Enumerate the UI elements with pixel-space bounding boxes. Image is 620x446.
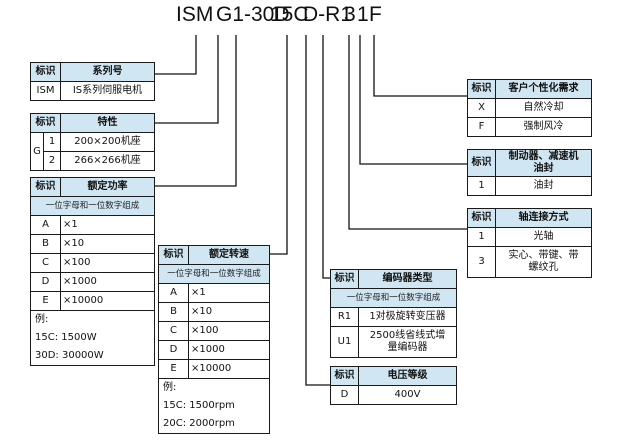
shaft-header-name: 轴连接方式 [495, 208, 592, 228]
characteristic-table: 标识 特性 G 1 200×200机座 2 266×266机座 [30, 113, 155, 171]
series-table: 标识 系列号 ISM IS系列伺服电机 [30, 62, 155, 101]
voltage-header-id: 标识 [330, 366, 359, 386]
shaft-row-id: 1 [467, 227, 496, 247]
rated-speed-row-mult: ×1 [188, 283, 270, 303]
shaft-header-id: 标识 [467, 208, 496, 228]
rated-speed-row-id: D [158, 340, 189, 360]
rated-speed-table: 标识 额定转速 一位字母和一位数字组成 A×1 B×10 C×100 D×100… [158, 245, 270, 434]
characteristic-header-id: 标识 [30, 113, 61, 133]
model-part-shaft: 3 [344, 3, 356, 26]
rated-power-row-id: B [30, 234, 61, 254]
line-custom [373, 35, 467, 97]
rated-speed-example: 15C: 1500rpm [163, 400, 235, 411]
encoder-header-name: 编码器类型 [358, 269, 457, 289]
rated-power-example: 15C: 1500W [35, 332, 97, 343]
rated-power-row-mult: ×10 [60, 234, 155, 254]
rated-speed-example-label: 例: [163, 382, 177, 393]
brake-header-name: 制动器、减速机油封 [495, 149, 592, 177]
encoder-row-id: U1 [330, 326, 359, 358]
rated-power-row-mult: ×1 [60, 215, 155, 235]
model-number: ISM G1-30D 15C D-R1 3 1 F [0, 3, 620, 39]
encoder-row-id: R1 [330, 307, 359, 327]
rated-power-row-id: C [30, 253, 61, 273]
encoder-row-desc: 1对极旋转变压器 [358, 307, 457, 327]
rated-power-example-label: 例: [35, 314, 49, 325]
line-voltage [305, 35, 330, 386]
custom-row-desc: 自然冷却 [495, 98, 592, 118]
line-encoder [322, 35, 330, 279]
line-shaft [348, 35, 467, 230]
rated-power-table: 标识 额定功率 一位字母和一位数字组成 A×1 B×10 C×100 D×100… [30, 177, 155, 366]
rated-power-row-id: E [30, 291, 61, 311]
rated-speed-row-mult: ×1000 [188, 340, 270, 360]
rated-power-row-mult: ×10000 [60, 291, 155, 311]
model-part-characteristic: G1-30D [216, 3, 290, 26]
voltage-header-name: 电压等级 [358, 366, 457, 386]
rated-speed-header-name: 额定转速 [188, 245, 270, 265]
series-header-id: 标识 [30, 62, 61, 82]
line-characteristic [154, 35, 219, 124]
series-row-desc: IS系列伺服电机 [60, 81, 155, 101]
rated-speed-header-id: 标识 [158, 245, 189, 265]
shaft-row-id: 3 [467, 246, 496, 278]
shaft-row-desc: 光轴 [495, 227, 592, 247]
rated-speed-row-id: C [158, 321, 189, 341]
characteristic-row-id: 1 [43, 132, 61, 152]
rated-speed-row-id: B [158, 302, 189, 322]
brake-header-id: 标识 [467, 149, 496, 177]
rated-power-row-id: D [30, 272, 61, 292]
rated-power-header-id: 标识 [30, 177, 61, 197]
characteristic-header-name: 特性 [60, 113, 155, 133]
shaft-row-desc: 实心、带键、带螺纹孔 [495, 246, 592, 278]
characteristic-row-desc: 266×266机座 [60, 151, 155, 171]
line-rated-power [154, 35, 237, 187]
custom-header-id: 标识 [467, 79, 496, 99]
voltage-row-desc: 400V [358, 385, 457, 405]
model-part-brake: 1 [357, 3, 369, 26]
brake-row-desc: 油封 [495, 176, 592, 196]
shaft-table: 标识 轴连接方式 1 光轴 3 实心、带键、带螺纹孔 [467, 208, 592, 278]
rated-power-examples: 例: 15C: 1500W 30D: 30000W [30, 310, 155, 366]
series-header-name: 系列号 [60, 62, 155, 82]
encoder-note: 一位字母和一位数字组成 [330, 288, 457, 308]
model-part-voltage-encoder: D-R1 [303, 3, 353, 26]
model-part-custom: F [369, 3, 382, 26]
encoder-header-id: 标识 [330, 269, 359, 289]
characteristic-row-desc: 200×200机座 [60, 132, 155, 152]
rated-speed-note: 一位字母和一位数字组成 [158, 264, 270, 284]
rated-speed-row-id: A [158, 283, 189, 303]
rated-power-row-mult: ×100 [60, 253, 155, 273]
rated-speed-example: 20C: 2000rpm [163, 418, 235, 429]
rated-power-row-mult: ×1000 [60, 272, 155, 292]
brake-row-id: 1 [467, 176, 496, 196]
rated-power-row-id: A [30, 215, 61, 235]
voltage-row-id: D [330, 385, 359, 405]
rated-speed-row-mult: ×100 [188, 321, 270, 341]
series-row-id: ISM [30, 81, 61, 101]
line-rated-speed [269, 35, 288, 255]
voltage-table: 标识 电压等级 D 400V [330, 366, 457, 405]
line-brake [359, 35, 467, 165]
rated-speed-examples: 例: 15C: 1500rpm 20C: 2000rpm [158, 378, 270, 434]
line-series [154, 35, 197, 75]
rated-speed-row-id: E [158, 359, 189, 379]
custom-row-desc: 强制风冷 [495, 117, 592, 137]
encoder-table: 标识 编码器类型 一位字母和一位数字组成 R1 1对极旋转变压器 U1 2500… [330, 269, 457, 358]
custom-row-id: X [467, 98, 496, 118]
model-part-power-speed: 15C [270, 3, 309, 26]
model-part-series: ISM [176, 3, 214, 26]
encoder-row-desc: 2500线省线式增量编码器 [358, 326, 457, 358]
rated-speed-row-mult: ×10 [188, 302, 270, 322]
rated-power-note: 一位字母和一位数字组成 [30, 196, 155, 216]
rated-power-example: 30D: 30000W [35, 350, 104, 361]
rated-speed-row-mult: ×10000 [188, 359, 270, 379]
characteristic-row-id: 2 [43, 151, 61, 171]
characteristic-group: G [30, 132, 44, 171]
brake-table: 标识 制动器、减速机油封 1 油封 [467, 149, 592, 196]
custom-row-id: F [467, 117, 496, 137]
rated-power-header-name: 额定功率 [60, 177, 155, 197]
custom-header-name: 客户个性化需求 [495, 79, 592, 99]
